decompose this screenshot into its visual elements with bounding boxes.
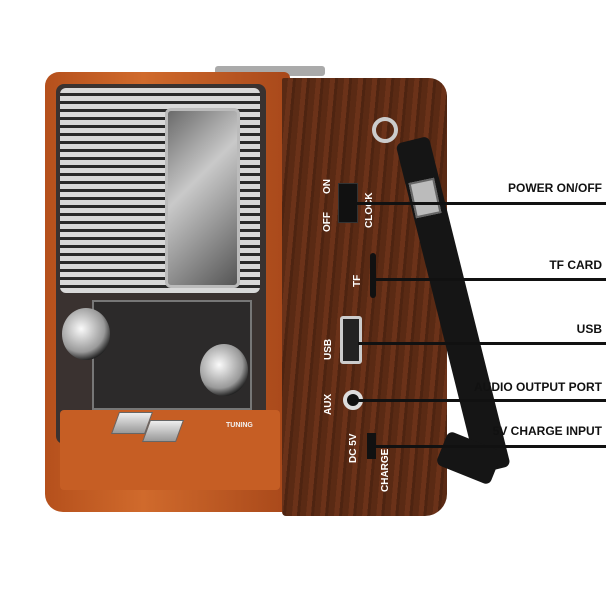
display-window bbox=[165, 108, 240, 288]
volume-knob bbox=[62, 308, 110, 360]
usb-port bbox=[340, 316, 362, 364]
strap-ring bbox=[372, 117, 398, 143]
callout-tf-card: TF CARD bbox=[549, 258, 602, 272]
tuning-knob bbox=[200, 344, 248, 396]
tf-card-slot bbox=[370, 253, 376, 298]
usb-label: USB bbox=[323, 338, 334, 360]
top-control-buttons bbox=[215, 66, 325, 76]
callout-line-usb bbox=[358, 342, 606, 345]
on-label: ON bbox=[322, 179, 333, 194]
callout-line-tf bbox=[374, 278, 606, 281]
off-label: OFF bbox=[322, 212, 333, 232]
tuning-label: TUNING bbox=[226, 422, 253, 429]
callout-usb: USB bbox=[576, 322, 602, 336]
aux-label: AUX bbox=[323, 393, 334, 415]
clock-label: CLOCK bbox=[364, 192, 375, 228]
callout-audio: AUDIO OUTPUT PORT bbox=[474, 380, 602, 394]
callout-line-audio bbox=[355, 399, 606, 402]
callout-line-charge bbox=[374, 445, 606, 448]
charge-label: CHARGE bbox=[380, 448, 391, 492]
callout-power: POWER ON/OFF bbox=[508, 181, 602, 195]
callout-charge: 5V CHARGE INPUT bbox=[492, 424, 602, 438]
tf-label: TF bbox=[352, 274, 363, 287]
callout-line-power bbox=[352, 202, 606, 205]
dc-charge-port bbox=[367, 433, 376, 459]
dc-label: DC 5V bbox=[348, 433, 359, 463]
